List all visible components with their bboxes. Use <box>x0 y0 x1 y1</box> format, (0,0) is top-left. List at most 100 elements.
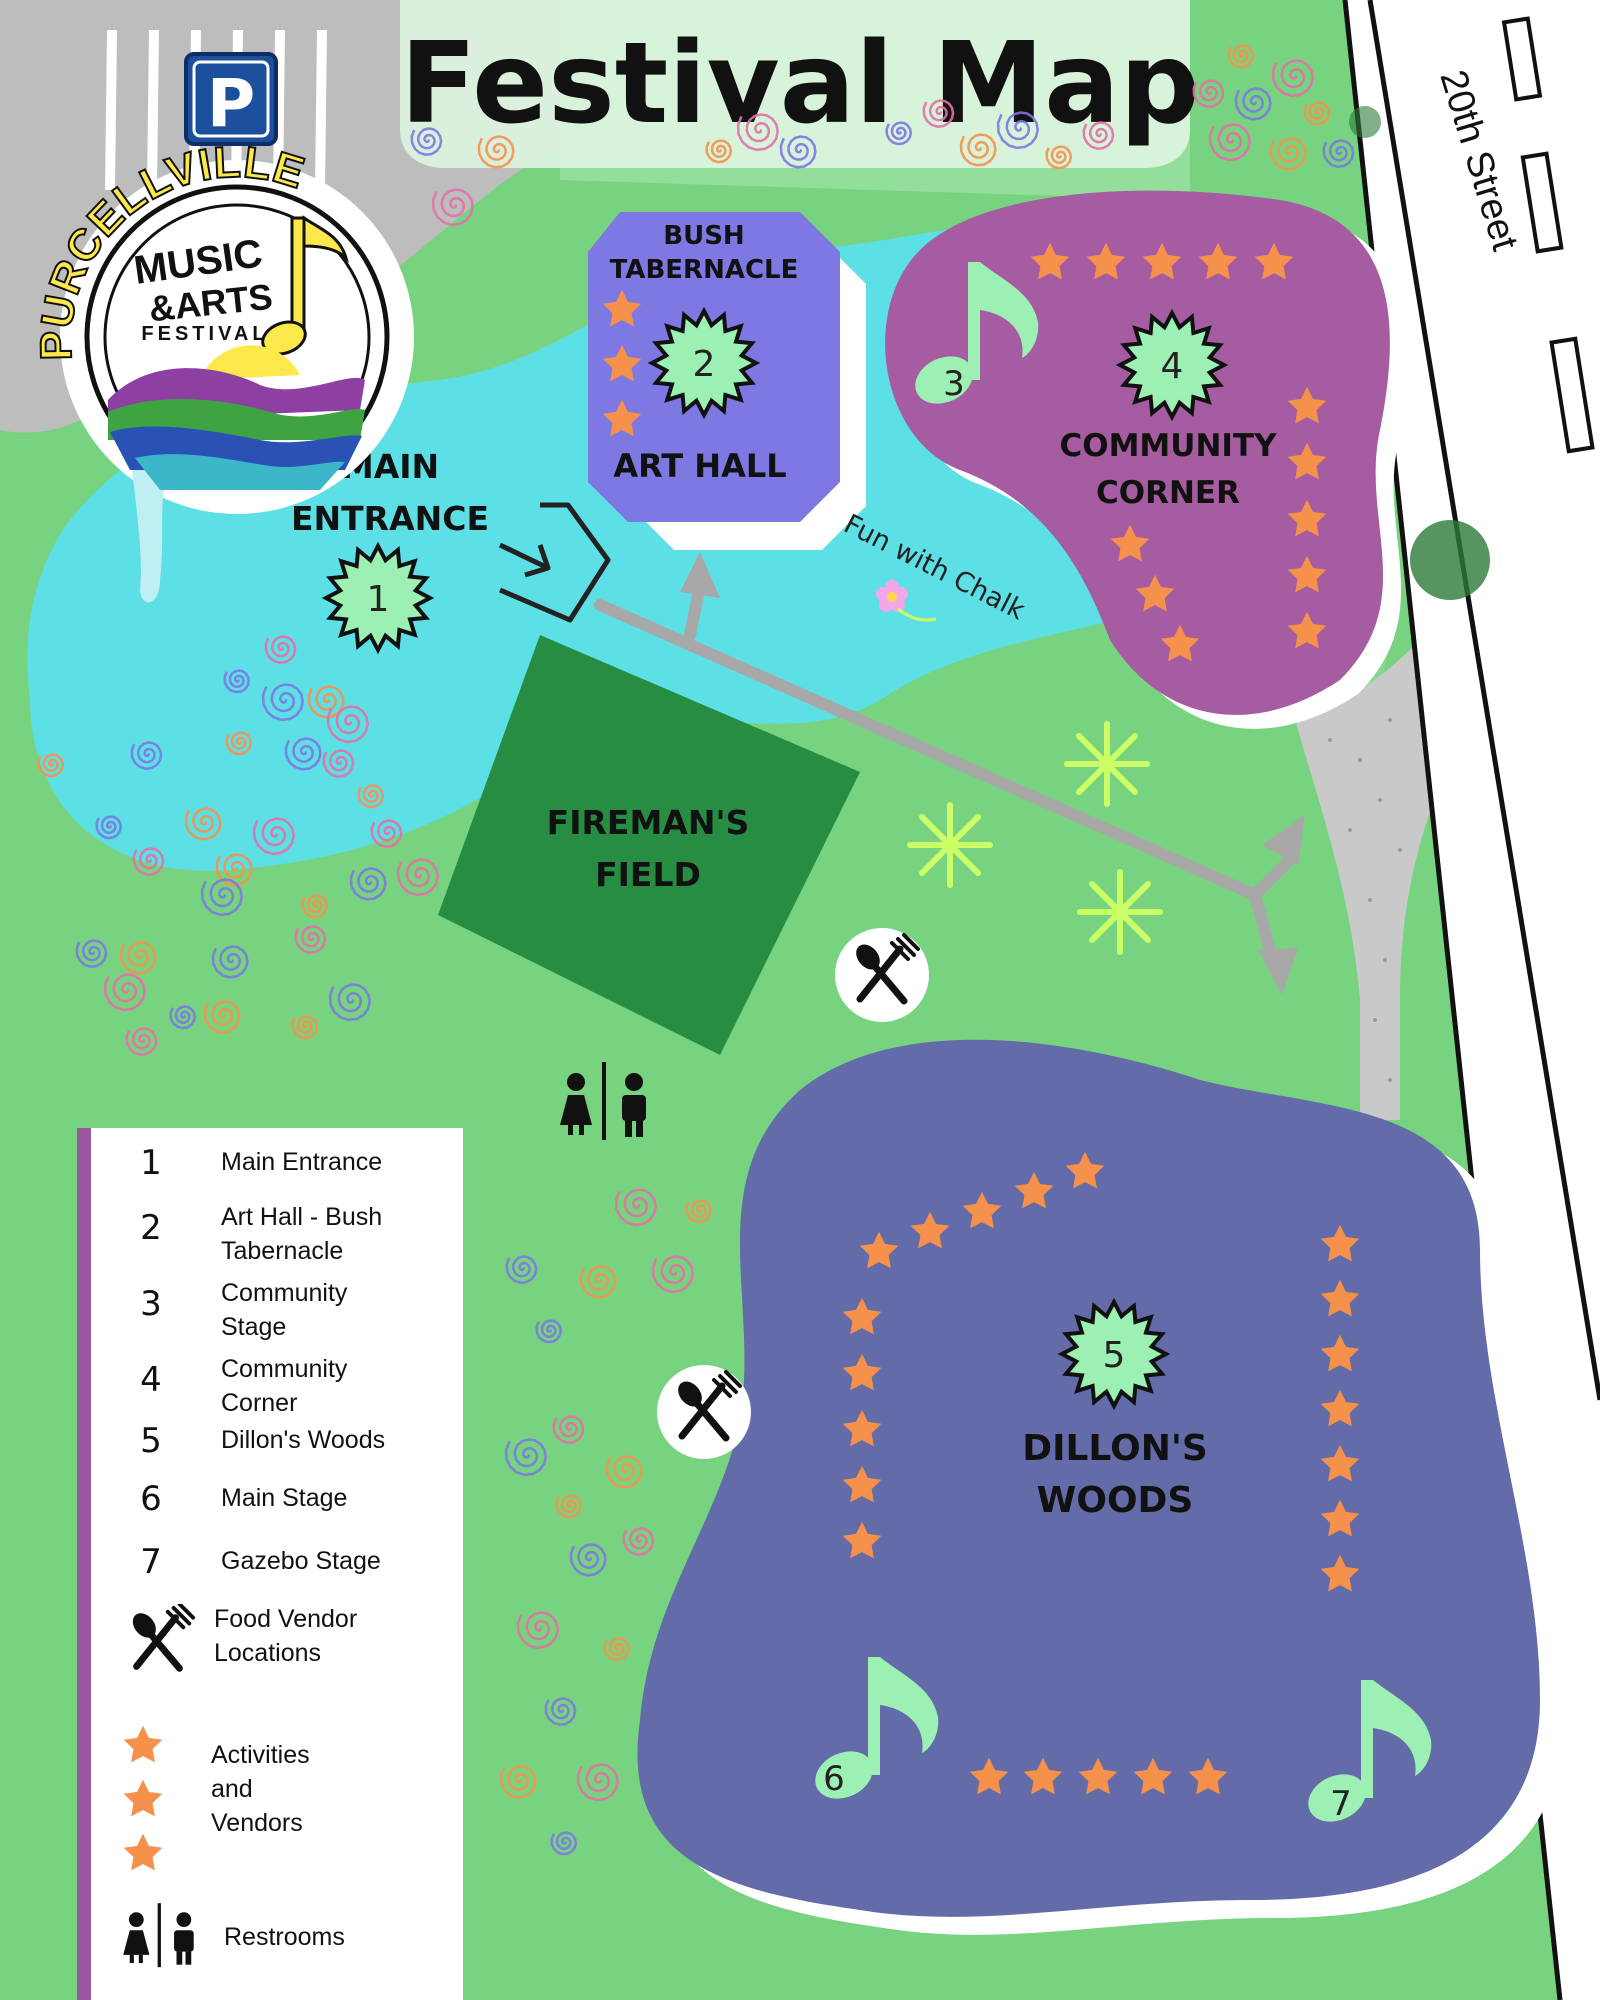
path-arrow-icon <box>1258 948 1298 995</box>
spiral-decoration <box>169 1005 197 1030</box>
spiral-decoration <box>211 945 249 979</box>
legend-activities-line: Activities <box>211 1741 310 1769</box>
festival-logo: PURCELLVILLE MUSIC &ARTS FESTIVAL <box>31 137 414 603</box>
spiral-decoration <box>349 867 387 901</box>
location-badge: 4 <box>1115 308 1229 422</box>
spiral-decoration <box>685 1199 713 1224</box>
spiral-decoration <box>622 1527 655 1556</box>
spiral-decoration <box>328 983 371 1022</box>
legend-label: Main Entrance <box>221 1145 451 1179</box>
legend-item-restrooms: Restrooms <box>91 1900 463 1980</box>
badge-number: 1 <box>367 579 390 620</box>
spiral-decoration <box>603 1637 631 1662</box>
tree <box>1410 520 1490 600</box>
spiral-decoration <box>1322 139 1355 168</box>
legend-label-line: Stage <box>221 1313 287 1341</box>
badge-starburst <box>321 541 435 655</box>
spiral-decoration <box>535 1319 563 1344</box>
legend-activities-text: Activities and Vendors <box>211 1738 441 1840</box>
food-vendor-icon <box>835 928 929 1022</box>
community-corner-label: CORNER <box>1096 475 1240 511</box>
legend-label-line: Main Entrance <box>221 1148 383 1176</box>
music-note-icon <box>815 262 1432 1822</box>
spiral-decoration <box>1208 123 1251 162</box>
bush-tabernacle-label: BUSH <box>663 221 744 251</box>
spiral-decoration <box>326 705 369 744</box>
legend-label-line: Corner <box>221 1389 298 1417</box>
spiral-decoration <box>119 941 157 975</box>
spiral-decoration <box>779 135 817 169</box>
bush-tabernacle-label: TABERNACLE <box>610 255 799 285</box>
legend-number: 5 <box>140 1421 162 1461</box>
spiral-decoration <box>307 685 345 719</box>
legend-number: 1 <box>140 1143 162 1183</box>
walking-path <box>594 579 1296 956</box>
spiral-decoration <box>301 894 329 919</box>
legend-label-line: Main Stage <box>221 1484 348 1512</box>
badge-number: 4 <box>1161 346 1184 387</box>
title-banner <box>400 0 1190 168</box>
spiral-decoration <box>37 753 65 778</box>
spiral-decoration <box>103 973 146 1012</box>
spiral-decoration <box>125 1027 158 1056</box>
spiral-decoration <box>499 1765 537 1799</box>
spiral-decoration <box>410 127 443 156</box>
legend-food-line: Locations <box>214 1639 322 1667</box>
location-badge: 2 <box>647 306 761 420</box>
spiral-decoration <box>322 749 355 778</box>
legend-number: 4 <box>140 1360 162 1400</box>
legend-label-line: Community <box>221 1279 348 1307</box>
spiral-decoration <box>357 784 385 809</box>
dillons-woods-label: DILLON'S <box>1022 1428 1208 1469</box>
spiral-decoration <box>576 1763 619 1802</box>
spiral-decoration <box>261 683 304 722</box>
spiral-decoration <box>284 737 322 771</box>
firemans-field-label: FIREMAN'S <box>547 803 750 842</box>
spiral-decoration <box>132 847 165 876</box>
spiral-decoration <box>431 188 474 227</box>
location-badge: 1 <box>321 541 435 655</box>
legend-label-line: Art Hall - Bush <box>221 1203 383 1231</box>
flower-icon <box>876 580 937 622</box>
spiral-decoration <box>996 111 1039 150</box>
spiral-decoration <box>516 1611 559 1650</box>
legend-label: Dillon's Woods <box>221 1423 451 1457</box>
spiral-decoration <box>200 878 243 917</box>
spiral-decoration <box>550 1831 578 1856</box>
parking-sign: P <box>184 52 278 146</box>
spiral-decoration <box>215 853 253 887</box>
legend-number: 6 <box>140 1479 162 1519</box>
fork-spoon-icon <box>132 1604 196 1672</box>
entrance-arrow-icon <box>498 502 611 623</box>
spiral-decoration <box>252 817 295 856</box>
legend-label-line: Community <box>221 1355 348 1383</box>
star-icon <box>123 1725 163 1871</box>
spiral-decoration <box>705 139 733 164</box>
spiral-decoration <box>1082 121 1115 150</box>
spiral-decoration <box>477 135 515 169</box>
svg-text:P: P <box>207 65 255 142</box>
legend-number: 2 <box>140 1208 162 1248</box>
legend-number: 3 <box>140 1284 162 1324</box>
restroom-icon <box>560 1062 646 1140</box>
spiral-decoration <box>605 1455 643 1489</box>
gazebo-stage-number: 7 <box>1330 1784 1352 1824</box>
spiral-decoration <box>1234 87 1272 121</box>
location-badges: 1 2 4 5 <box>321 306 1229 1411</box>
dillons-woods-area <box>637 1039 1540 1917</box>
map-title: Festival Map <box>400 19 1200 149</box>
spiral-decoration <box>569 1543 607 1577</box>
spiral-decoration <box>552 1415 585 1444</box>
spiral-decoration <box>291 1015 319 1040</box>
badge-number: 5 <box>1103 1335 1126 1376</box>
firemans-field-label: FIELD <box>595 855 701 894</box>
spiral-decoration <box>579 1265 617 1299</box>
legend-activities-line: Vendors <box>211 1809 303 1837</box>
spiral-decoration <box>1227 44 1255 69</box>
legend-item-food: Food Vendor Locations <box>91 1598 463 1688</box>
spiral-decoration <box>225 731 253 756</box>
